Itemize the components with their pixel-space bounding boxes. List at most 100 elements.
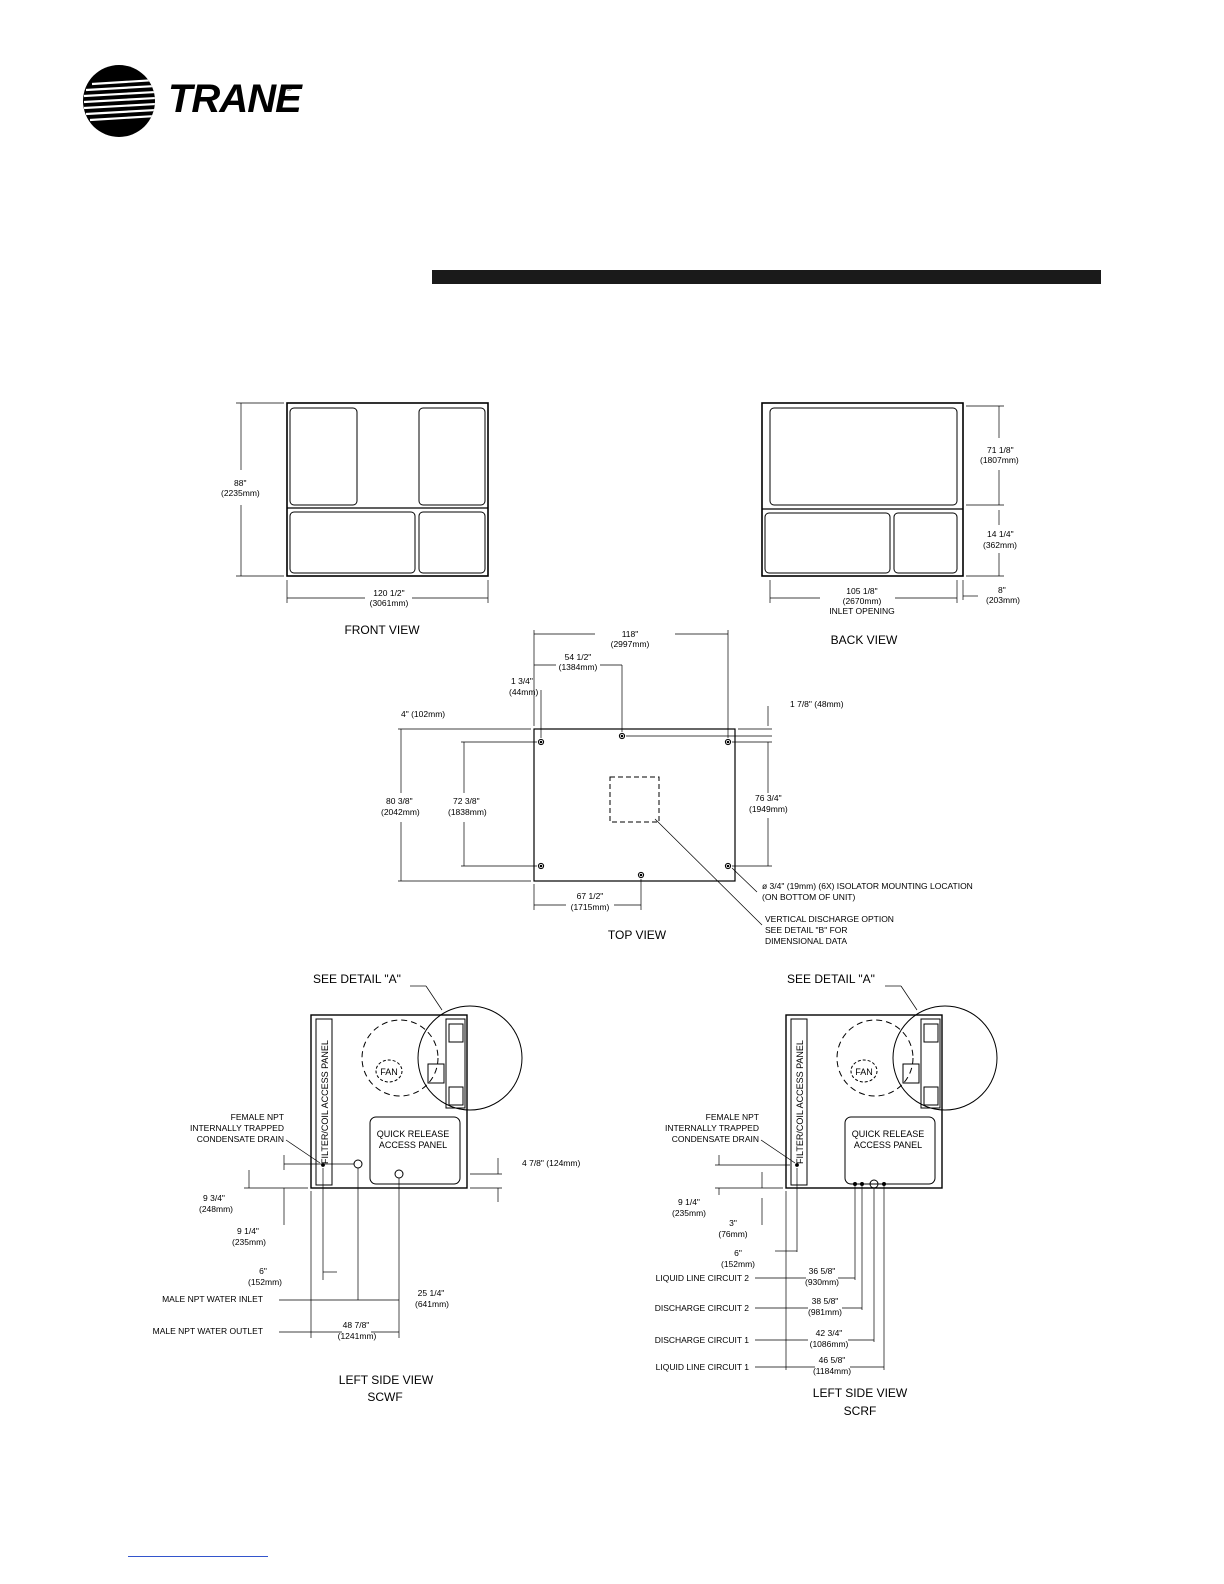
top-118-label: 118" bbox=[622, 629, 639, 639]
scrf-4234-mm-label: (1086mm) bbox=[810, 1339, 849, 1349]
scrf-3858-mm-label: (981mm) bbox=[808, 1307, 842, 1317]
scwf-914-mm-label: (235mm) bbox=[232, 1237, 266, 1247]
back-inlet-mm-label: (2670mm) bbox=[843, 596, 882, 606]
scwf-2514-mm-label: (641mm) bbox=[415, 1299, 449, 1309]
top-80-label: 80 3/8" bbox=[386, 796, 413, 806]
top-178-label: 1 7/8" (48mm) bbox=[790, 699, 844, 709]
top-4-label: 4" (102mm) bbox=[401, 709, 445, 719]
scrf-drain-label-2: INTERNALLY TRAPPED bbox=[665, 1123, 759, 1133]
back-view-title: BACK VIEW bbox=[831, 633, 898, 647]
scwf-4878-label: 48 7/8" bbox=[343, 1320, 370, 1330]
isolator-label-2: (ON BOTTOM OF UNIT) bbox=[762, 892, 856, 902]
scrf-view-subtitle: SCRF bbox=[844, 1404, 877, 1418]
scrf-qr-label-2: ACCESS PANEL bbox=[854, 1140, 922, 1150]
back-upper-label: 71 1/8" bbox=[987, 445, 1014, 455]
vertical-discharge-label-1: VERTICAL DISCHARGE OPTION bbox=[765, 914, 894, 924]
scwf-qr-label-1: QUICK RELEASE bbox=[377, 1129, 450, 1139]
scwf-6-label: 6" bbox=[259, 1266, 267, 1276]
scrf-4234-label: 42 3/4" bbox=[816, 1328, 843, 1338]
scrf-3-mm-label: (76mm) bbox=[718, 1229, 747, 1239]
scrf-drain-label-3: CONDENSATE DRAIN bbox=[672, 1134, 759, 1144]
scwf-2514-label: 25 1/4" bbox=[418, 1288, 445, 1298]
back-inlet-opening-label: INLET OPENING bbox=[829, 606, 895, 616]
scrf-6-label: 6" bbox=[734, 1248, 742, 1258]
isolator-label-1: ø 3/4" (19mm) (6X) ISOLATOR MOUNTING LOC… bbox=[762, 881, 973, 891]
scrf-discharge2-label: DISCHARGE CIRCUIT 2 bbox=[655, 1303, 750, 1313]
top-67-mm-label: (1715mm) bbox=[571, 902, 610, 912]
scwf-drain-label-3: CONDENSATE DRAIN bbox=[197, 1134, 284, 1144]
scrf-fan-label: FAN bbox=[855, 1067, 873, 1077]
scrf-3858-label: 38 5/8" bbox=[812, 1296, 839, 1306]
top-67-label: 67 1/2" bbox=[577, 891, 604, 901]
scrf-view-title: LEFT SIDE VIEW bbox=[813, 1386, 908, 1400]
top-134-label: 1 3/4" bbox=[511, 676, 533, 686]
back-upper-mm-label: (1807mm) bbox=[980, 455, 1019, 465]
scwf-view-subtitle: SCWF bbox=[367, 1390, 402, 1404]
top-72-mm-label: (1838mm) bbox=[448, 807, 487, 817]
scrf-filter-panel-label: FILTER/COIL ACCESS PANEL bbox=[795, 1040, 805, 1164]
front-width-label: 120 1/2" bbox=[373, 588, 404, 598]
top-80-mm-label: (2042mm) bbox=[381, 807, 420, 817]
scwf-unit bbox=[310, 1005, 523, 1189]
scwf-see-detail: SEE DETAIL "A" bbox=[313, 972, 401, 986]
front-width-mm-label: (3061mm) bbox=[370, 598, 409, 608]
scwf-water-inlet-label: MALE NPT WATER INLET bbox=[162, 1294, 263, 1304]
scwf-914-label: 9 1/4" bbox=[237, 1226, 259, 1236]
scwf-fan-label: FAN bbox=[380, 1067, 398, 1077]
scrf-6-mm-label: (152mm) bbox=[721, 1259, 755, 1269]
scwf-filter-panel-label: FILTER/COIL ACCESS PANEL bbox=[320, 1040, 330, 1164]
top-76-mm-label: (1949mm) bbox=[749, 804, 788, 814]
back-lower-label: 14 1/4" bbox=[987, 529, 1014, 539]
scrf-914-mm-label: (235mm) bbox=[672, 1208, 706, 1218]
vertical-discharge-label-2: SEE DETAIL "B" FOR bbox=[765, 925, 848, 935]
scrf-qr-label-1: QUICK RELEASE bbox=[852, 1129, 925, 1139]
scwf-water-outlet-label: MALE NPT WATER OUTLET bbox=[153, 1326, 263, 1336]
back-inlet-label: 105 1/8" bbox=[846, 586, 877, 596]
top-134-mm-label: (44mm) bbox=[509, 687, 538, 697]
scwf-drain-label-2: INTERNALLY TRAPPED bbox=[190, 1123, 284, 1133]
scrf-4658-mm-label: (1184mm) bbox=[813, 1366, 851, 1376]
scwf-drain-label-1: FEMALE NPT bbox=[231, 1112, 284, 1122]
top-view-title: TOP VIEW bbox=[608, 928, 667, 942]
scrf-4658-label: 46 5/8" bbox=[819, 1355, 846, 1365]
scwf-qr-label-2: ACCESS PANEL bbox=[379, 1140, 447, 1150]
top-72-label: 72 3/8" bbox=[453, 796, 480, 806]
back-bottom-mm-label: (203mm) bbox=[986, 595, 1020, 605]
scwf-view-title: LEFT SIDE VIEW bbox=[339, 1373, 434, 1387]
scrf-3658-label: 36 5/8" bbox=[809, 1266, 836, 1276]
scrf-3658-mm-label: (930mm) bbox=[805, 1277, 839, 1287]
scrf-discharge1-label: DISCHARGE CIRCUIT 1 bbox=[655, 1335, 750, 1345]
vertical-discharge-outline bbox=[609, 776, 660, 823]
scrf-3-label: 3" bbox=[729, 1218, 737, 1228]
scwf-934-mm-label: (248mm) bbox=[199, 1204, 233, 1214]
back-view-unit bbox=[761, 402, 964, 577]
scwf-934-label: 9 3/4" bbox=[203, 1193, 225, 1203]
front-view-unit bbox=[286, 402, 489, 577]
footer-link-rule bbox=[128, 1556, 268, 1557]
top-76-label: 76 3/4" bbox=[755, 793, 782, 803]
top-view-unit bbox=[533, 728, 736, 882]
back-lower-mm-label: (362mm) bbox=[983, 540, 1017, 550]
scrf-liquid2-label: LIQUID LINE CIRCUIT 2 bbox=[656, 1273, 750, 1283]
front-height-mm-label: (2235mm) bbox=[221, 488, 260, 498]
scwf-4878-mm-label: (1241mm) bbox=[338, 1331, 377, 1341]
scrf-914-label: 9 1/4" bbox=[678, 1197, 700, 1207]
vertical-discharge-label-3: DIMENSIONAL DATA bbox=[765, 936, 847, 946]
back-bottom-label: 8" bbox=[998, 585, 1006, 595]
top-54-mm-label: (1384mm) bbox=[559, 662, 598, 672]
brand-name: TRANE bbox=[168, 77, 302, 121]
top-118-mm-label: (2997mm) bbox=[611, 639, 650, 649]
header-rule bbox=[432, 270, 1101, 284]
scrf-drain-label-1: FEMALE NPT bbox=[706, 1112, 759, 1122]
scrf-unit bbox=[785, 1005, 998, 1189]
front-height-label: 88" bbox=[234, 478, 246, 488]
trane-logo-icon bbox=[83, 65, 155, 137]
registered-mark: ® bbox=[286, 84, 292, 93]
scrf-see-detail: SEE DETAIL "A" bbox=[787, 972, 875, 986]
top-54-label: 54 1/2" bbox=[565, 652, 592, 662]
scwf-478-label: 4 7/8" (124mm) bbox=[522, 1158, 580, 1168]
scwf-6-mm-label: (152mm) bbox=[248, 1277, 282, 1287]
front-view-title: FRONT VIEW bbox=[344, 623, 420, 637]
